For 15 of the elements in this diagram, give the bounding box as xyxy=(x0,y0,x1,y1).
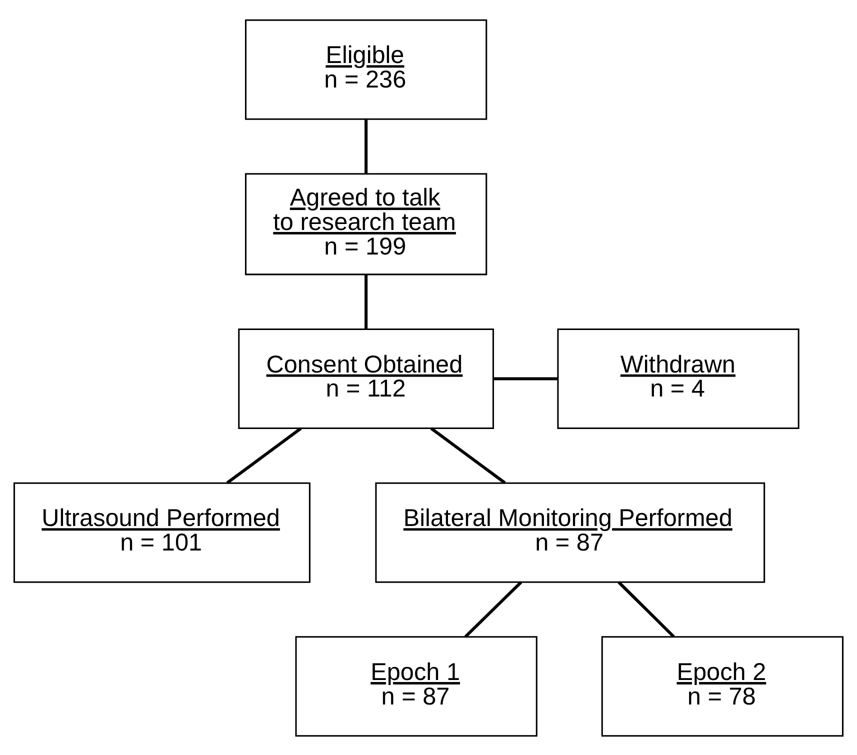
node-box: Withdrawn n = 4 xyxy=(557,328,800,429)
connector xyxy=(464,580,522,638)
connector xyxy=(364,274,368,329)
node-box: Bilateral Monitoring Performed n = 87 xyxy=(375,482,766,582)
node-box: Ultrasound Performed n = 101 xyxy=(13,482,310,582)
node-box: Consent Obtained n = 112 xyxy=(238,328,494,429)
node-box: Epoch 1 n = 87 xyxy=(295,636,538,736)
connector xyxy=(430,426,506,484)
connector xyxy=(494,376,558,380)
connector xyxy=(618,580,675,638)
connector xyxy=(364,118,368,174)
node-box: Agreed to talk to research team n = 199 xyxy=(244,172,488,275)
connector xyxy=(226,426,302,484)
node-box: Eligible n = 236 xyxy=(244,18,488,120)
node-box: Epoch 2 n = 78 xyxy=(601,636,844,736)
